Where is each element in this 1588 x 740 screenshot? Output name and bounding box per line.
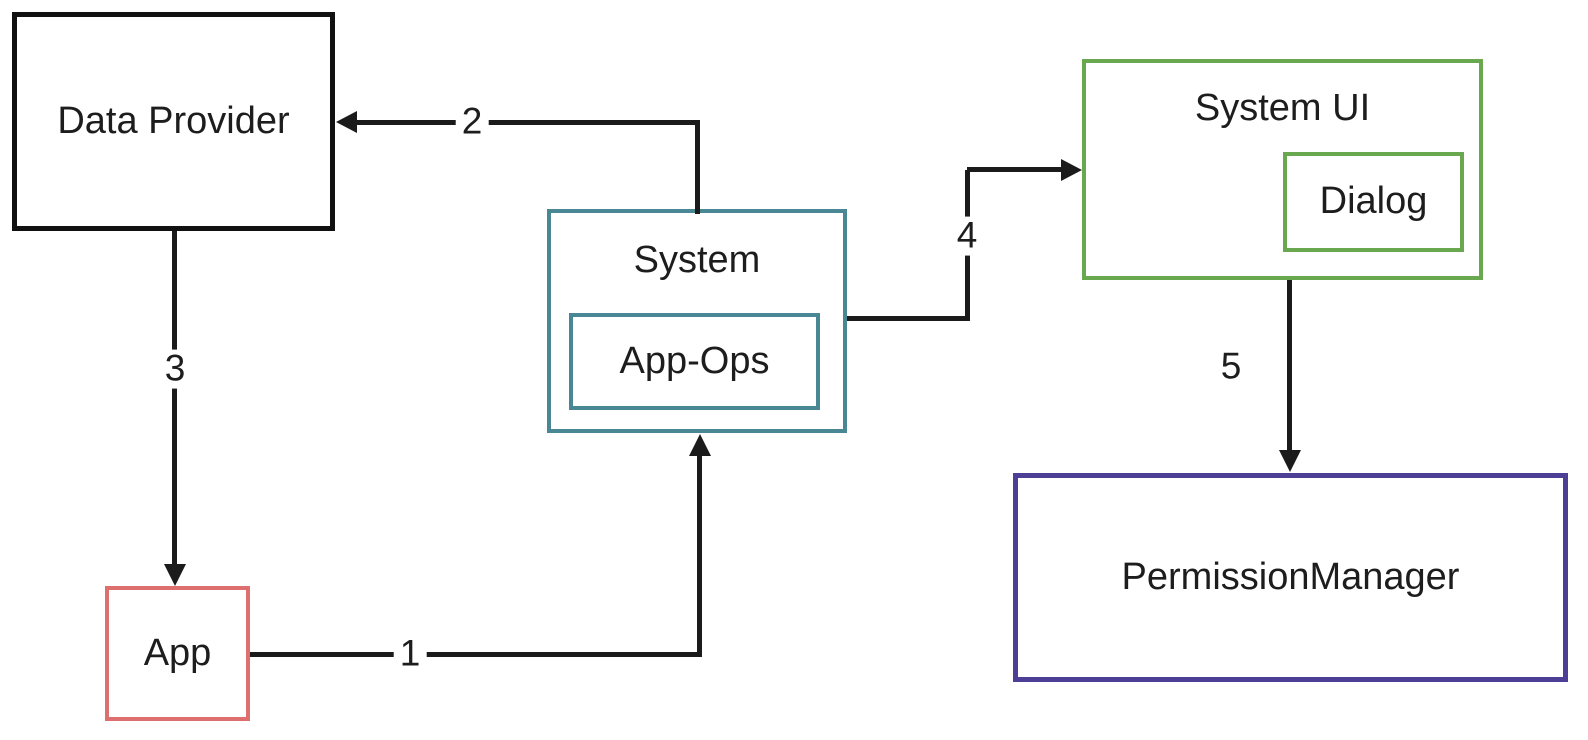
arrow-5-vertical-line — [1287, 280, 1292, 455]
permission-manager-box: PermissionManager — [1013, 473, 1568, 682]
arrow-5-step-label: 5 — [1220, 345, 1242, 387]
arrow-4-step-label: 4 — [950, 216, 984, 256]
arrow-2-vertical-line — [695, 122, 700, 214]
arrow-5-arrowhead-down-icon — [1279, 450, 1301, 472]
dialog-box: Dialog — [1283, 152, 1464, 252]
arrow-1-step-label: 1 — [393, 634, 427, 674]
arrow-2-step-label: 2 — [455, 102, 489, 142]
system-label: System — [633, 239, 761, 281]
system-ui-label: System UI — [1194, 87, 1371, 129]
app-ops-label: App-Ops — [619, 339, 770, 382]
arrow-3-vertical-line — [172, 231, 177, 571]
dialog-label: Dialog — [1319, 180, 1428, 223]
app-ops-box: App-Ops — [569, 313, 820, 410]
arrow-4-arrowhead-right-icon — [1061, 159, 1082, 181]
arrow-3-arrowhead-down-icon — [164, 564, 186, 586]
arrow-3-step-label: 3 — [158, 349, 192, 389]
system-box: System App-Ops — [547, 209, 847, 433]
system-ui-box: System UI Dialog — [1082, 59, 1483, 280]
arrow-1-horizontal-line — [250, 652, 702, 657]
arrow-1-vertical-line — [697, 450, 702, 657]
arrow-4-horizontal-line-upper — [967, 167, 1065, 172]
data-provider-label: Data Provider — [57, 99, 290, 142]
app-label: App — [143, 631, 212, 674]
data-provider-box: Data Provider — [12, 12, 335, 231]
arrow-2-horizontal-line — [350, 120, 700, 125]
permission-manager-label: PermissionManager — [1121, 555, 1460, 598]
app-box: App — [105, 586, 250, 721]
arrow-4-horizontal-line-lower — [847, 316, 970, 321]
arrow-2-arrowhead-left-icon — [336, 111, 357, 133]
arrow-1-arrowhead-up-icon — [689, 434, 711, 456]
